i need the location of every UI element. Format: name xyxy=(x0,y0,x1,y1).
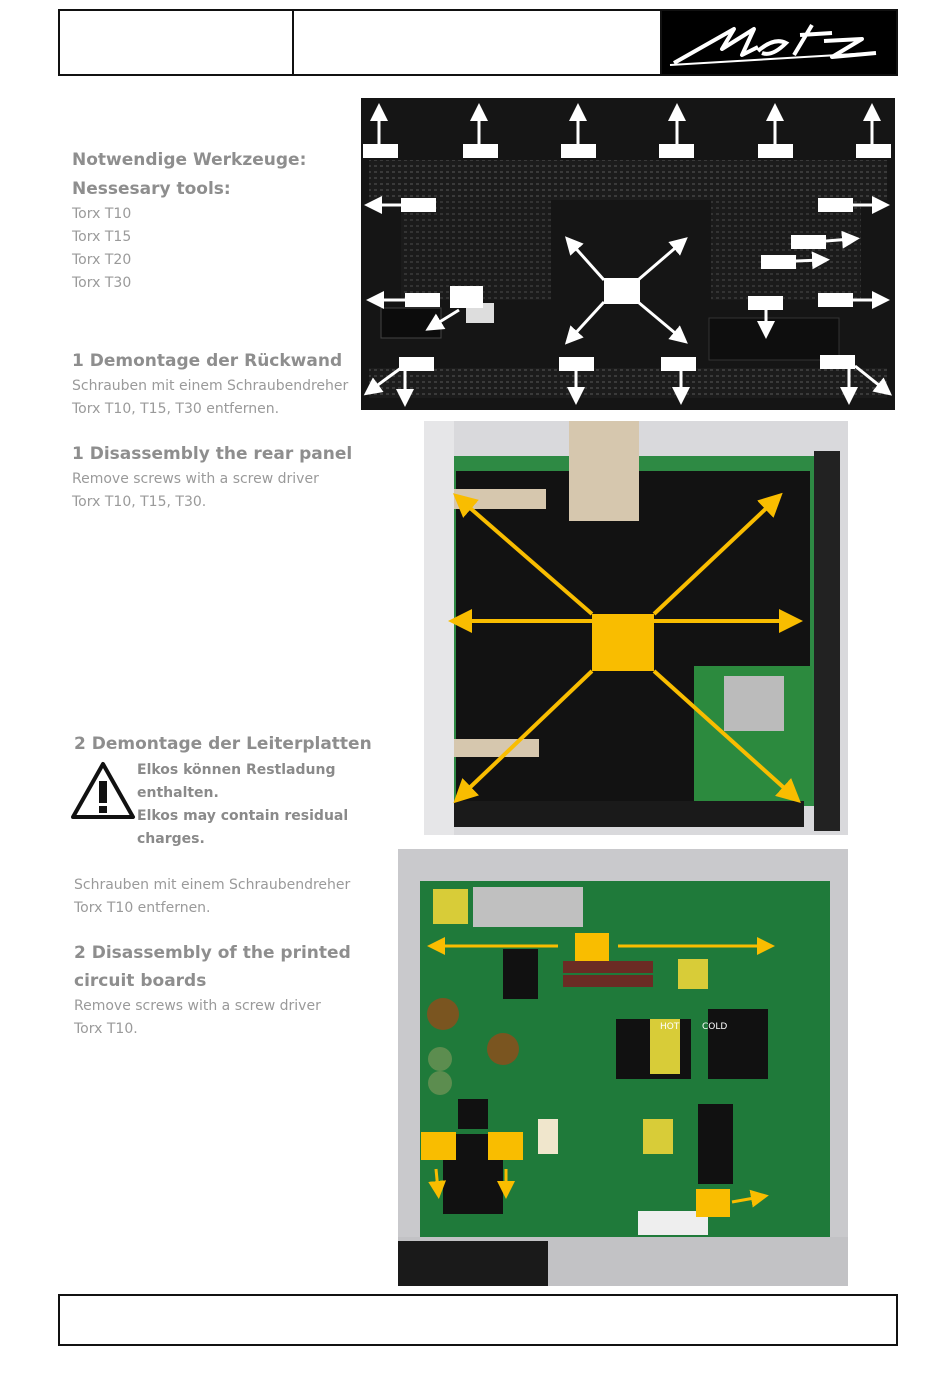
screw-label xyxy=(818,198,853,212)
step2-title-en: circuit boards xyxy=(74,971,207,991)
warning-text-de: enthalten. xyxy=(137,785,219,801)
screw-marker xyxy=(575,933,609,961)
screw-marker xyxy=(421,1132,456,1160)
tools-heading-de: Notwendige Werkzeuge: xyxy=(72,150,307,170)
step2-text-de: Schrauben mit einem Schraubendreher xyxy=(74,877,351,893)
tool-item: Torx T10 xyxy=(72,206,132,222)
screw-label xyxy=(818,293,853,307)
step2-text-de: Torx T10 entfernen. xyxy=(74,900,211,916)
step2-text-en: Torx T10. xyxy=(74,1021,138,1037)
rear-panel-photo xyxy=(361,98,895,410)
warning-icon xyxy=(71,762,135,819)
screw-label xyxy=(761,255,796,269)
brand-logo xyxy=(660,9,898,76)
screw-label xyxy=(463,144,498,158)
metz-logo-icon xyxy=(669,23,877,66)
header-left-cell xyxy=(58,9,294,76)
screw-marker xyxy=(696,1189,730,1217)
step1-title-de: 1 Demontage der Rückwand xyxy=(72,351,343,371)
warning-text-en: Elkos may contain residual xyxy=(137,808,349,824)
power-board-photo: HOT COLD xyxy=(398,849,848,1286)
step1-title-en: 1 Disassembly the rear panel xyxy=(72,444,353,464)
warning-text-en: charges. xyxy=(137,831,205,847)
screw-label xyxy=(856,144,891,158)
main-board-photo xyxy=(424,421,848,835)
tools-heading-en: Nessesary tools: xyxy=(72,179,231,199)
step1-text-de: Schrauben mit einem Schraubendreher xyxy=(72,378,349,394)
step1-text-en: Torx T10, T15, T30. xyxy=(72,494,207,510)
screw-label xyxy=(401,198,436,212)
screw-label xyxy=(363,144,398,158)
step2-title-en: 2 Disassembly of the printed xyxy=(74,943,351,963)
hot-label: HOT xyxy=(660,1022,680,1032)
tool-item: Torx T15 xyxy=(72,229,132,245)
screw-label xyxy=(405,293,440,307)
step2-title-de: 2 Demontage der Leiterplatten xyxy=(74,734,372,754)
screw-label xyxy=(561,144,596,158)
cold-label: COLD xyxy=(702,1022,727,1032)
screw-label xyxy=(820,355,855,369)
screw-label xyxy=(450,286,483,308)
screw-marker xyxy=(592,614,654,671)
footer-box xyxy=(58,1294,898,1346)
screw-label xyxy=(791,235,826,249)
warning-text-de: Elkos können Restladung xyxy=(137,762,336,778)
header-middle-cell xyxy=(292,9,662,76)
screw-label xyxy=(661,357,696,371)
screw-label xyxy=(399,357,434,371)
step1-text-en: Remove screws with a screw driver xyxy=(72,471,319,487)
step1-text-de: Torx T10, T15, T30 entfernen. xyxy=(72,401,280,417)
screw-label xyxy=(559,357,594,371)
screw-label xyxy=(604,278,640,304)
screw-label xyxy=(748,296,783,310)
step2-text-en: Remove screws with a screw driver xyxy=(74,998,321,1014)
screw-label xyxy=(659,144,694,158)
screw-label xyxy=(758,144,793,158)
screw-marker xyxy=(488,1132,523,1160)
tool-item: Torx T30 xyxy=(72,275,132,291)
tool-item: Torx T20 xyxy=(72,252,132,268)
